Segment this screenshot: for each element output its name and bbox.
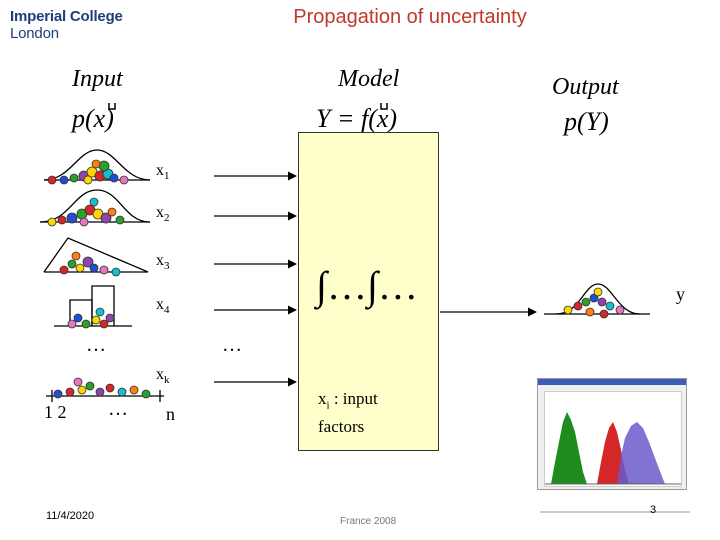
input-label-xk: xk [156, 366, 170, 387]
vector-mark-input [108, 103, 116, 110]
vector-mark-model [380, 103, 388, 110]
sample-dots-x1 [47, 159, 129, 185]
input-formula: p(x) [72, 104, 114, 133]
distribution-output [544, 283, 650, 315]
logo-line-1: Imperial College [10, 8, 123, 25]
thumbnail-title-bar [538, 379, 686, 385]
thumbnail-plot-area [544, 391, 682, 487]
histogram-purple [617, 422, 665, 484]
input-label-x4: x4 [156, 296, 170, 317]
model-box [298, 132, 439, 451]
model-integral: ∫…∫… [316, 263, 418, 308]
discrete-ellipsis: … [108, 398, 128, 420]
input-label-x2: x2 [156, 204, 170, 225]
factor-note-rest: : input [329, 389, 378, 408]
output-heading: Output [552, 74, 619, 100]
histogram-green [551, 412, 587, 484]
sample-dots-x3 [59, 251, 121, 277]
sample-dots-output [563, 287, 625, 319]
sample-dots-xk [53, 377, 151, 399]
arrow-ellipsis: … [222, 334, 242, 356]
input-ellipsis: … [86, 334, 106, 356]
input-factors-note: xi : input factors [318, 388, 378, 438]
input-label-x1: x1 [156, 162, 170, 183]
page-number: 3 [650, 504, 657, 516]
factor-note-x: x [318, 389, 327, 408]
histogram-image [545, 412, 681, 485]
model-heading: Model [338, 66, 400, 92]
distribution-x4 [54, 285, 132, 327]
histogram-screenshot [537, 378, 687, 490]
discrete-label-first: 1 2 [44, 402, 67, 422]
footer-center: France 2008 [340, 516, 397, 527]
factor-note-line2: factors [318, 417, 365, 437]
sample-dots-x2 [47, 197, 125, 227]
input-label-x3: x3 [156, 252, 170, 273]
input-heading: Input [72, 66, 123, 92]
sample-dots-x4 [67, 307, 115, 329]
discrete-label-last: n [166, 404, 175, 424]
output-formula: p(Y) [564, 107, 609, 136]
imperial-college-logo: Imperial College London [10, 8, 123, 42]
factor-note-sub: i [326, 399, 330, 412]
logo-line-2: London [10, 25, 59, 42]
output-label-y: y [676, 284, 685, 304]
footer-date: 11/4/2020 [46, 510, 95, 522]
slide-title: Propagation of uncertainty [293, 6, 527, 28]
